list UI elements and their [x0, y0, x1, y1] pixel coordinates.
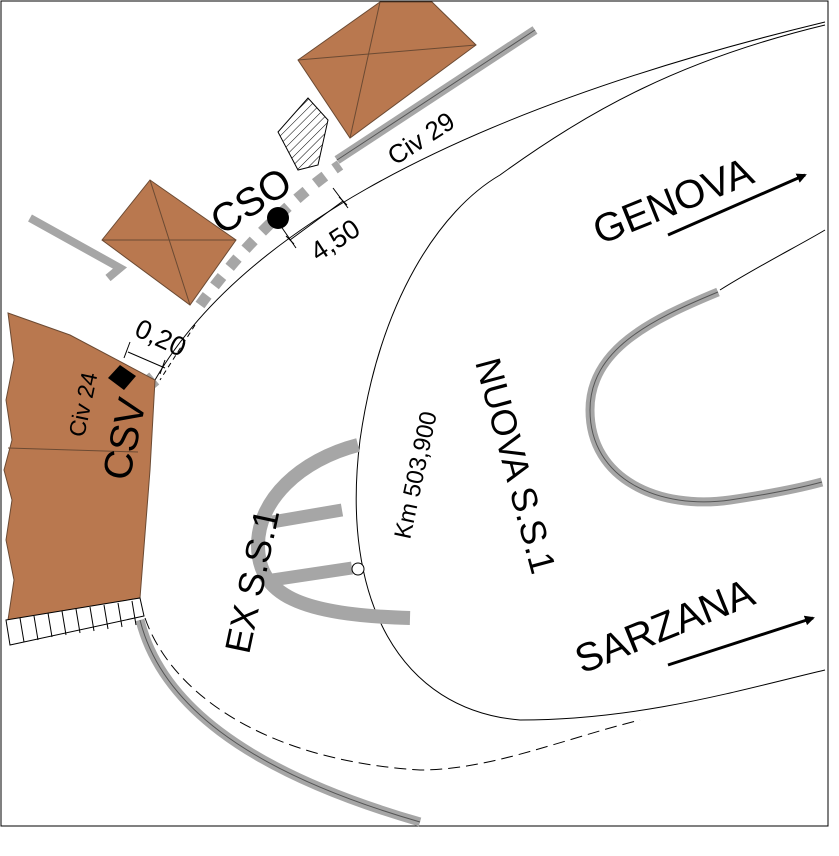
bollard	[351, 562, 365, 576]
dashed-sidewalk	[195, 160, 344, 309]
road-dashed-edge	[144, 617, 641, 771]
building-left	[3, 312, 156, 621]
island-bar-upper	[270, 503, 344, 529]
road-outline-outer	[154, 21, 826, 381]
upper-sidewalk-curb-edge	[336, 29, 536, 161]
road-outline-right-upper	[719, 229, 826, 291]
lower-left-curb-edge	[139, 619, 421, 823]
island-bar-lower	[271, 561, 353, 587]
hatched-stairs-lower	[5, 597, 145, 646]
building-upper-right	[297, 1, 477, 139]
genova-arrow	[667, 173, 807, 237]
hatched-stairs-lower-ticks	[19, 600, 137, 643]
cso-manhole-marker	[267, 207, 289, 229]
road-outline-inner-bend	[355, 24, 826, 721]
traffic-island	[250, 438, 411, 625]
sarzana-arrow	[667, 615, 815, 667]
road-dashed-connector	[159, 324, 196, 381]
hatched-stairs-upper	[277, 97, 329, 171]
dimension-4-50	[277, 187, 349, 249]
csv-marker	[108, 365, 136, 390]
left-wall	[28, 214, 128, 282]
right-loop-curb-edge	[589, 291, 823, 503]
building-upper-left	[101, 179, 237, 306]
dimension-0-20	[123, 341, 166, 375]
